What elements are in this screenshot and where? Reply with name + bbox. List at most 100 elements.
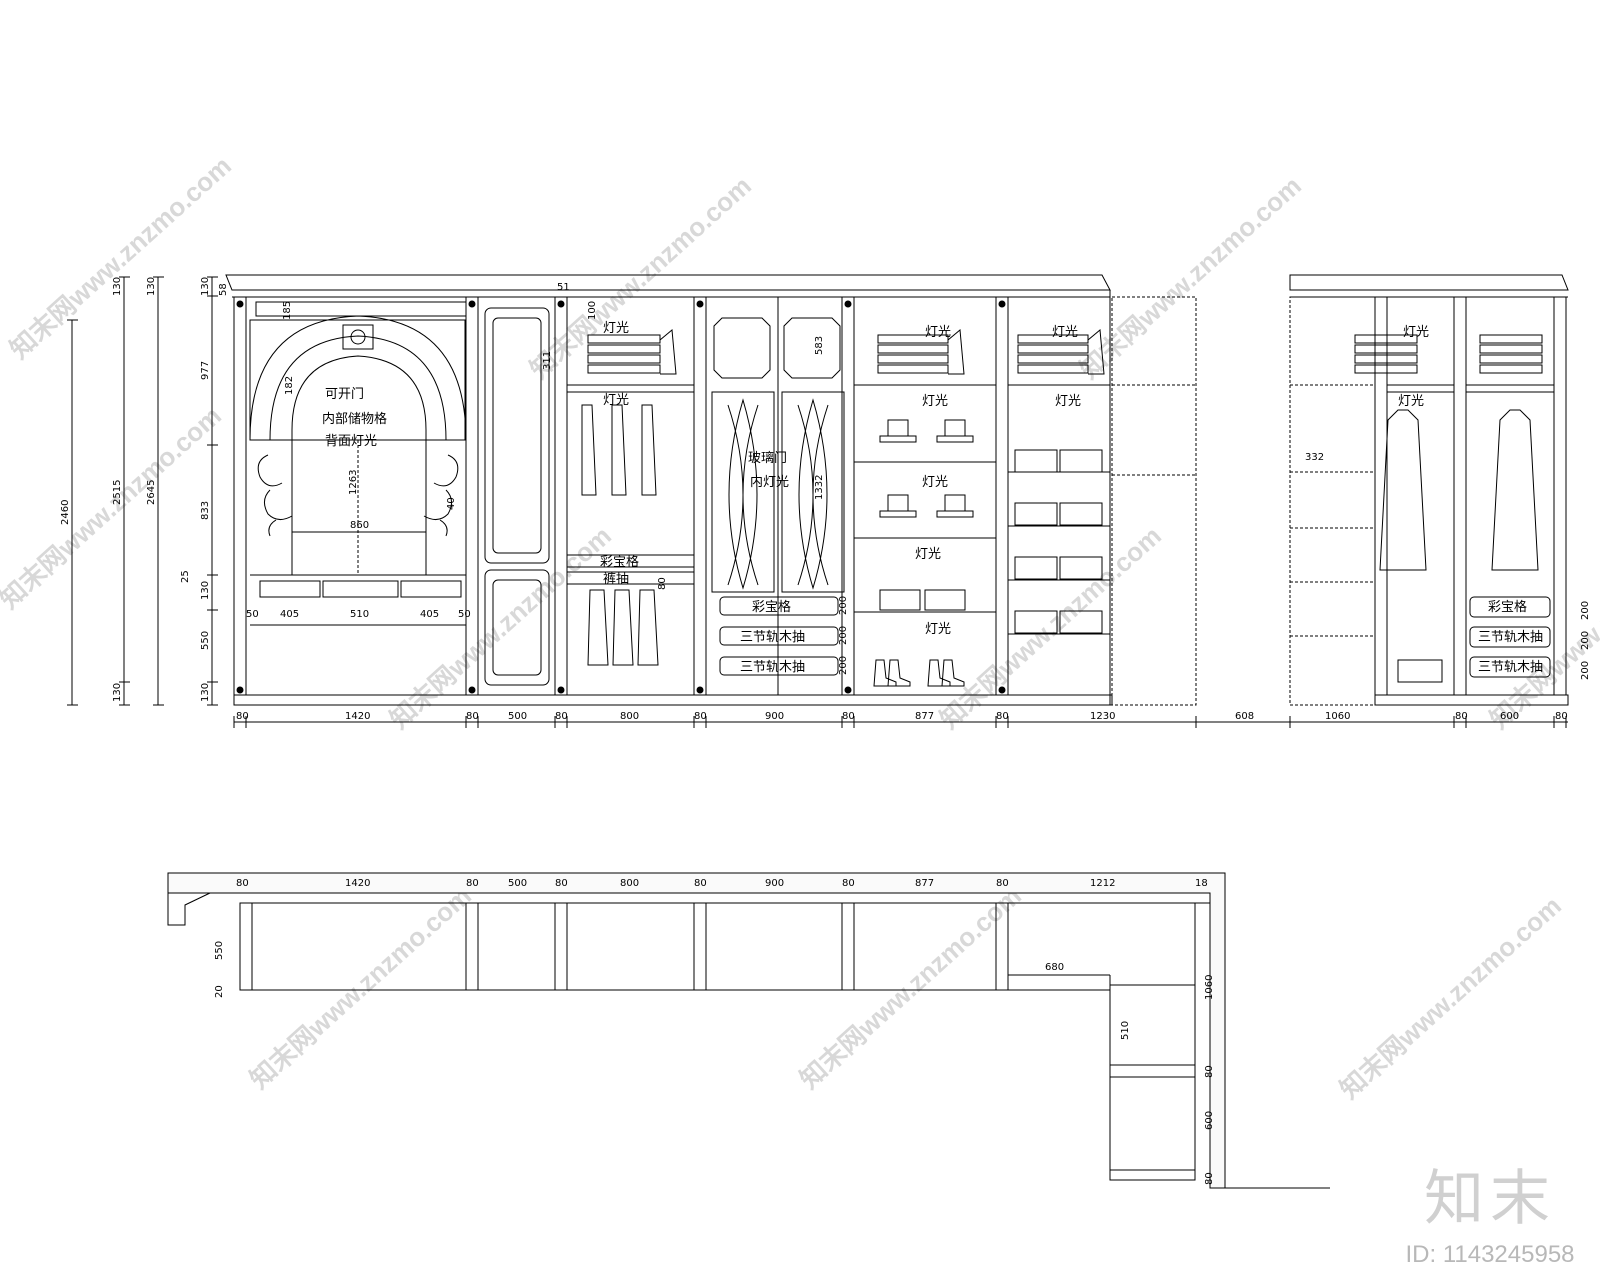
plan-right-dim: 1060 bbox=[1204, 975, 1215, 1000]
bottom-dim: 877 bbox=[915, 711, 934, 722]
label-light: 灯光 bbox=[925, 325, 951, 340]
label-light: 灯光 bbox=[1403, 325, 1429, 340]
drawer-dim: 405 bbox=[280, 609, 299, 620]
plan-top-dim: 80 bbox=[694, 878, 707, 889]
segment-label: 550 bbox=[200, 631, 211, 650]
elevation bbox=[225, 274, 1197, 706]
label-drawer: 三节轨木抽 bbox=[1478, 660, 1543, 675]
dim: 200 bbox=[838, 626, 849, 645]
plan-top-dim: 80 bbox=[555, 878, 568, 889]
label-shelf: 彩宝格 bbox=[600, 554, 639, 570]
label-light: 背面灯光 bbox=[325, 434, 377, 449]
dim-top: 185 bbox=[282, 301, 293, 320]
label-light: 灯光 bbox=[1055, 394, 1081, 409]
label-light: 灯光 bbox=[922, 394, 948, 409]
bottom-dim: 800 bbox=[620, 711, 639, 722]
dim-w: 860 bbox=[350, 520, 369, 531]
dim: 200 bbox=[838, 656, 849, 675]
drawer-dim: 50 bbox=[458, 609, 471, 620]
label-shelf: 彩宝格 bbox=[1488, 599, 1527, 615]
plan-top-dim: 18 bbox=[1195, 878, 1208, 889]
plan-top-dim: 80 bbox=[842, 878, 855, 889]
dim: 1332 bbox=[814, 475, 825, 500]
segment-label: 130 bbox=[200, 581, 211, 600]
bottom-dim: 608 bbox=[1235, 711, 1254, 722]
plan-top-dim: 500 bbox=[508, 878, 527, 889]
left-dimensions bbox=[67, 276, 218, 706]
plan-top-dim: 800 bbox=[620, 878, 639, 889]
watermark-text: 知末网www.znzmo.com bbox=[794, 880, 1027, 1094]
bottom-dim: 80 bbox=[1555, 711, 1568, 722]
label-shelf: 彩宝格 bbox=[752, 599, 791, 615]
dim-side: 40 bbox=[446, 497, 457, 510]
dim-h: 1263 bbox=[348, 470, 359, 495]
dim: 51 bbox=[557, 282, 570, 293]
dim: 583 bbox=[814, 336, 825, 355]
plan-dims: 80 1420 80 500 80 800 80 900 80 877 80 1… bbox=[214, 878, 1215, 1185]
label-light: 灯光 bbox=[915, 547, 941, 562]
plan-top-dim: 80 bbox=[996, 878, 1009, 889]
segment-label: 130 bbox=[200, 683, 211, 702]
dim: 332 bbox=[1305, 452, 1324, 463]
bottom-dim: 80 bbox=[842, 711, 855, 722]
label-drawer: 三节轨木抽 bbox=[740, 630, 805, 645]
label-light: 灯光 bbox=[1052, 325, 1078, 340]
plan-top-dim: 1420 bbox=[345, 878, 370, 889]
plan-top-dim: 877 bbox=[915, 878, 934, 889]
drawer-dim: 405 bbox=[420, 609, 439, 620]
dim: 200 bbox=[1580, 631, 1591, 650]
label-light: 灯光 bbox=[603, 393, 629, 408]
bottom-dim: 80 bbox=[466, 711, 479, 722]
watermark-text: 知末网www.znzmo.com bbox=[4, 150, 237, 364]
dim: 100 bbox=[587, 301, 598, 320]
label-pants: 裤抽 bbox=[603, 572, 629, 587]
plan-right-dim: 80 bbox=[1204, 1172, 1215, 1185]
plan-top-dim: 80 bbox=[466, 878, 479, 889]
dim: 200 bbox=[838, 596, 849, 615]
segment-label: 977 bbox=[200, 361, 211, 380]
plan-right-dim: 600 bbox=[1204, 1111, 1215, 1130]
plan-left-dim: 550 bbox=[214, 941, 225, 960]
bottom-dim: 1230 bbox=[1090, 711, 1115, 722]
bottom-dim: 1060 bbox=[1325, 711, 1350, 722]
watermark-text: 知末网www.znzmo.com bbox=[244, 880, 477, 1094]
drawer-dim: 50 bbox=[246, 609, 259, 620]
plan-left-dim: 20 bbox=[214, 985, 225, 998]
bottom-dim: 80 bbox=[555, 711, 568, 722]
label-light: 内灯光 bbox=[750, 474, 789, 490]
bottom-dim: 80 bbox=[236, 711, 249, 722]
plan-top-dim: 80 bbox=[236, 878, 249, 889]
watermark-text: 知末网www.znzmo.com bbox=[1074, 170, 1307, 384]
dim: 311 bbox=[542, 351, 553, 370]
dim: 200 bbox=[1580, 661, 1591, 680]
bottom-dims: 80 1420 80 500 80 800 80 900 80 877 80 1… bbox=[236, 711, 1568, 722]
label-light: 灯光 bbox=[922, 475, 948, 490]
bottom-dim: 1420 bbox=[345, 711, 370, 722]
right-elevation bbox=[1289, 274, 1569, 706]
plan-top-dim: 1212 bbox=[1090, 878, 1115, 889]
segment-label: 25 bbox=[180, 570, 191, 583]
bottom-dim: 80 bbox=[694, 711, 707, 722]
label-light: 灯光 bbox=[1398, 394, 1424, 409]
text-layer: 2460 2515 2645 130 130 130 130 58 977 83… bbox=[60, 277, 1591, 1185]
segment-label: 130 bbox=[200, 277, 211, 296]
plan-inner-dim: 510 bbox=[1120, 1021, 1131, 1040]
plan-view bbox=[167, 872, 1330, 1189]
height-label: 2515 bbox=[112, 480, 123, 505]
bottom-dim: 600 bbox=[1500, 711, 1519, 722]
height-label: 130 bbox=[112, 277, 123, 296]
label-drawer: 三节轨木抽 bbox=[740, 660, 805, 675]
bottom-dimension-line bbox=[233, 716, 1568, 728]
brand-logo: 知末 bbox=[1424, 1164, 1556, 1234]
height-label: 130 bbox=[112, 683, 123, 702]
label-glass: 玻璃门 bbox=[748, 451, 787, 466]
plan-inner-dim: 680 bbox=[1045, 962, 1064, 973]
label-light: 灯光 bbox=[603, 321, 629, 336]
label-light: 灯光 bbox=[925, 622, 951, 637]
height-label: 2645 bbox=[146, 480, 157, 505]
label-door: 可开门 bbox=[325, 387, 364, 402]
plan-right-dim: 80 bbox=[1204, 1065, 1215, 1078]
watermark-text: 知末网www.znzmo.com bbox=[1334, 890, 1567, 1104]
plan-top-dim: 900 bbox=[765, 878, 784, 889]
height-label: 2460 bbox=[60, 500, 71, 525]
